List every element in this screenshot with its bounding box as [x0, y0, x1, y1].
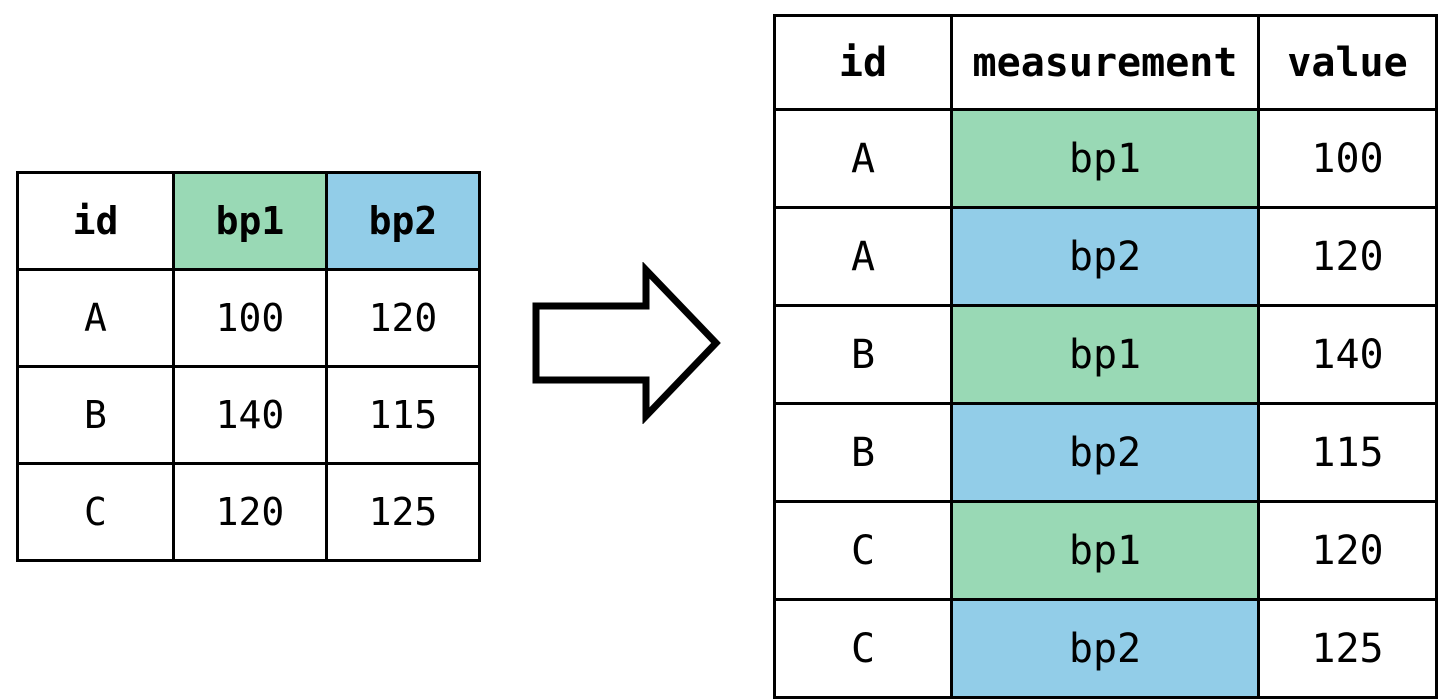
table-row: B bp2 115	[773, 402, 1438, 503]
long-cell-value: 100	[1257, 108, 1438, 209]
long-cell-value: 125	[1257, 598, 1438, 699]
long-cell-id: B	[773, 304, 953, 405]
wide-table-header: id bp1 bp2	[16, 171, 481, 271]
table-row: B 140 115	[16, 365, 481, 465]
long-cell-id: B	[773, 402, 953, 503]
wide-cell-bp1: 140	[172, 365, 328, 465]
long-cell-id: A	[773, 206, 953, 307]
table-row: A 100 120	[16, 268, 481, 368]
long-table-body: A bp1 100 A bp2 120 B bp1 140 B bp2 115 …	[773, 108, 1438, 699]
long-cell-id: A	[773, 108, 953, 209]
long-cell-measurement: bp2	[950, 206, 1260, 307]
long-cell-measurement: bp2	[950, 402, 1260, 503]
table-row: B bp1 140	[773, 304, 1438, 405]
long-header-value: value	[1257, 14, 1438, 111]
long-cell-value: 115	[1257, 402, 1438, 503]
wide-cell-bp2: 120	[325, 268, 481, 368]
wide-cell-bp2: 115	[325, 365, 481, 465]
table-row: C bp2 125	[773, 598, 1438, 699]
wide-cell-id: B	[16, 365, 175, 465]
long-cell-id: C	[773, 500, 953, 601]
table-header-row: id bp1 bp2	[16, 171, 481, 271]
table-row: A bp2 120	[773, 206, 1438, 307]
right-block-arrow-icon	[528, 262, 724, 424]
long-cell-value: 120	[1257, 500, 1438, 601]
long-cell-measurement: bp1	[950, 500, 1260, 601]
table-row: C 120 125	[16, 462, 481, 562]
long-cell-measurement: bp1	[950, 304, 1260, 405]
long-cell-measurement: bp1	[950, 108, 1260, 209]
long-header-id: id	[773, 14, 953, 111]
wide-table-body: A 100 120 B 140 115 C 120 125	[16, 268, 481, 562]
wide-header-id: id	[16, 171, 175, 271]
wide-cell-bp2: 125	[325, 462, 481, 562]
wide-cell-bp1: 100	[172, 268, 328, 368]
long-table-header: id measurement value	[773, 14, 1438, 111]
table-row: A bp1 100	[773, 108, 1438, 209]
wide-cell-id: C	[16, 462, 175, 562]
table-row: C bp1 120	[773, 500, 1438, 601]
long-cell-value: 140	[1257, 304, 1438, 405]
wide-format-table: id bp1 bp2 A 100 120 B 140 115 C 120 125	[16, 171, 481, 562]
table-header-row: id measurement value	[773, 14, 1438, 111]
long-format-table: id measurement value A bp1 100 A bp2 120…	[773, 14, 1438, 699]
long-cell-id: C	[773, 598, 953, 699]
long-cell-value: 120	[1257, 206, 1438, 307]
long-cell-measurement: bp2	[950, 598, 1260, 699]
wide-header-bp1: bp1	[172, 171, 328, 271]
wide-cell-id: A	[16, 268, 175, 368]
wide-cell-bp1: 120	[172, 462, 328, 562]
wide-header-bp2: bp2	[325, 171, 481, 271]
long-header-measurement: measurement	[950, 14, 1260, 111]
